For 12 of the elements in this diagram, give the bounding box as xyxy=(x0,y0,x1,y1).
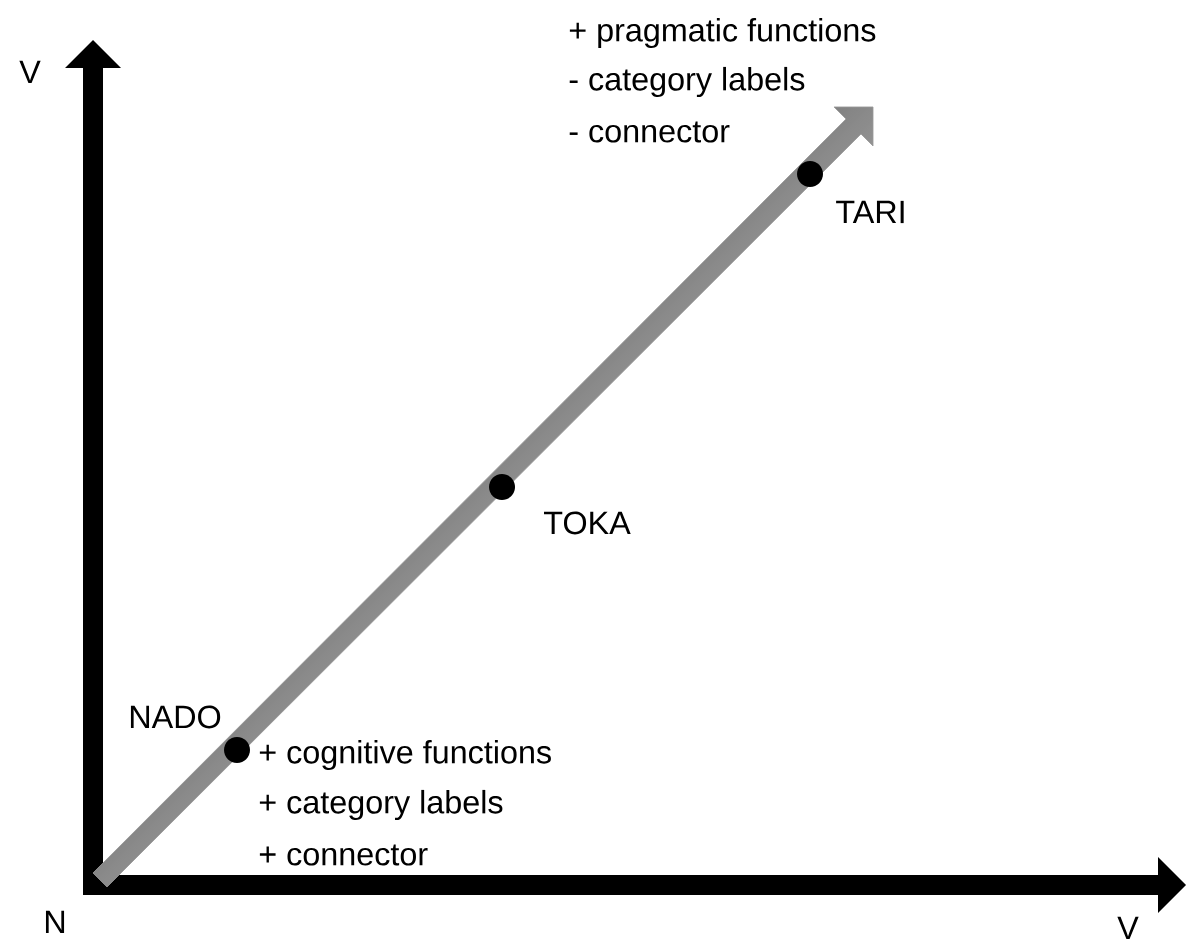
feature-line: + category labels xyxy=(259,789,503,821)
feature-line: + pragmatic functions xyxy=(569,17,876,49)
point-label: TOKA xyxy=(544,511,631,535)
point-label: NADO xyxy=(130,705,221,729)
point-label: TARI xyxy=(836,200,904,224)
feature-line: - category labels xyxy=(569,66,805,98)
feature-line: - connector xyxy=(569,121,730,143)
feature-line: + cognitive functions xyxy=(259,739,551,771)
axis-label: N xyxy=(46,910,65,934)
axis-label: V xyxy=(1117,916,1139,940)
feature-line: + connector xyxy=(259,844,428,866)
axis-label: V xyxy=(19,60,41,84)
